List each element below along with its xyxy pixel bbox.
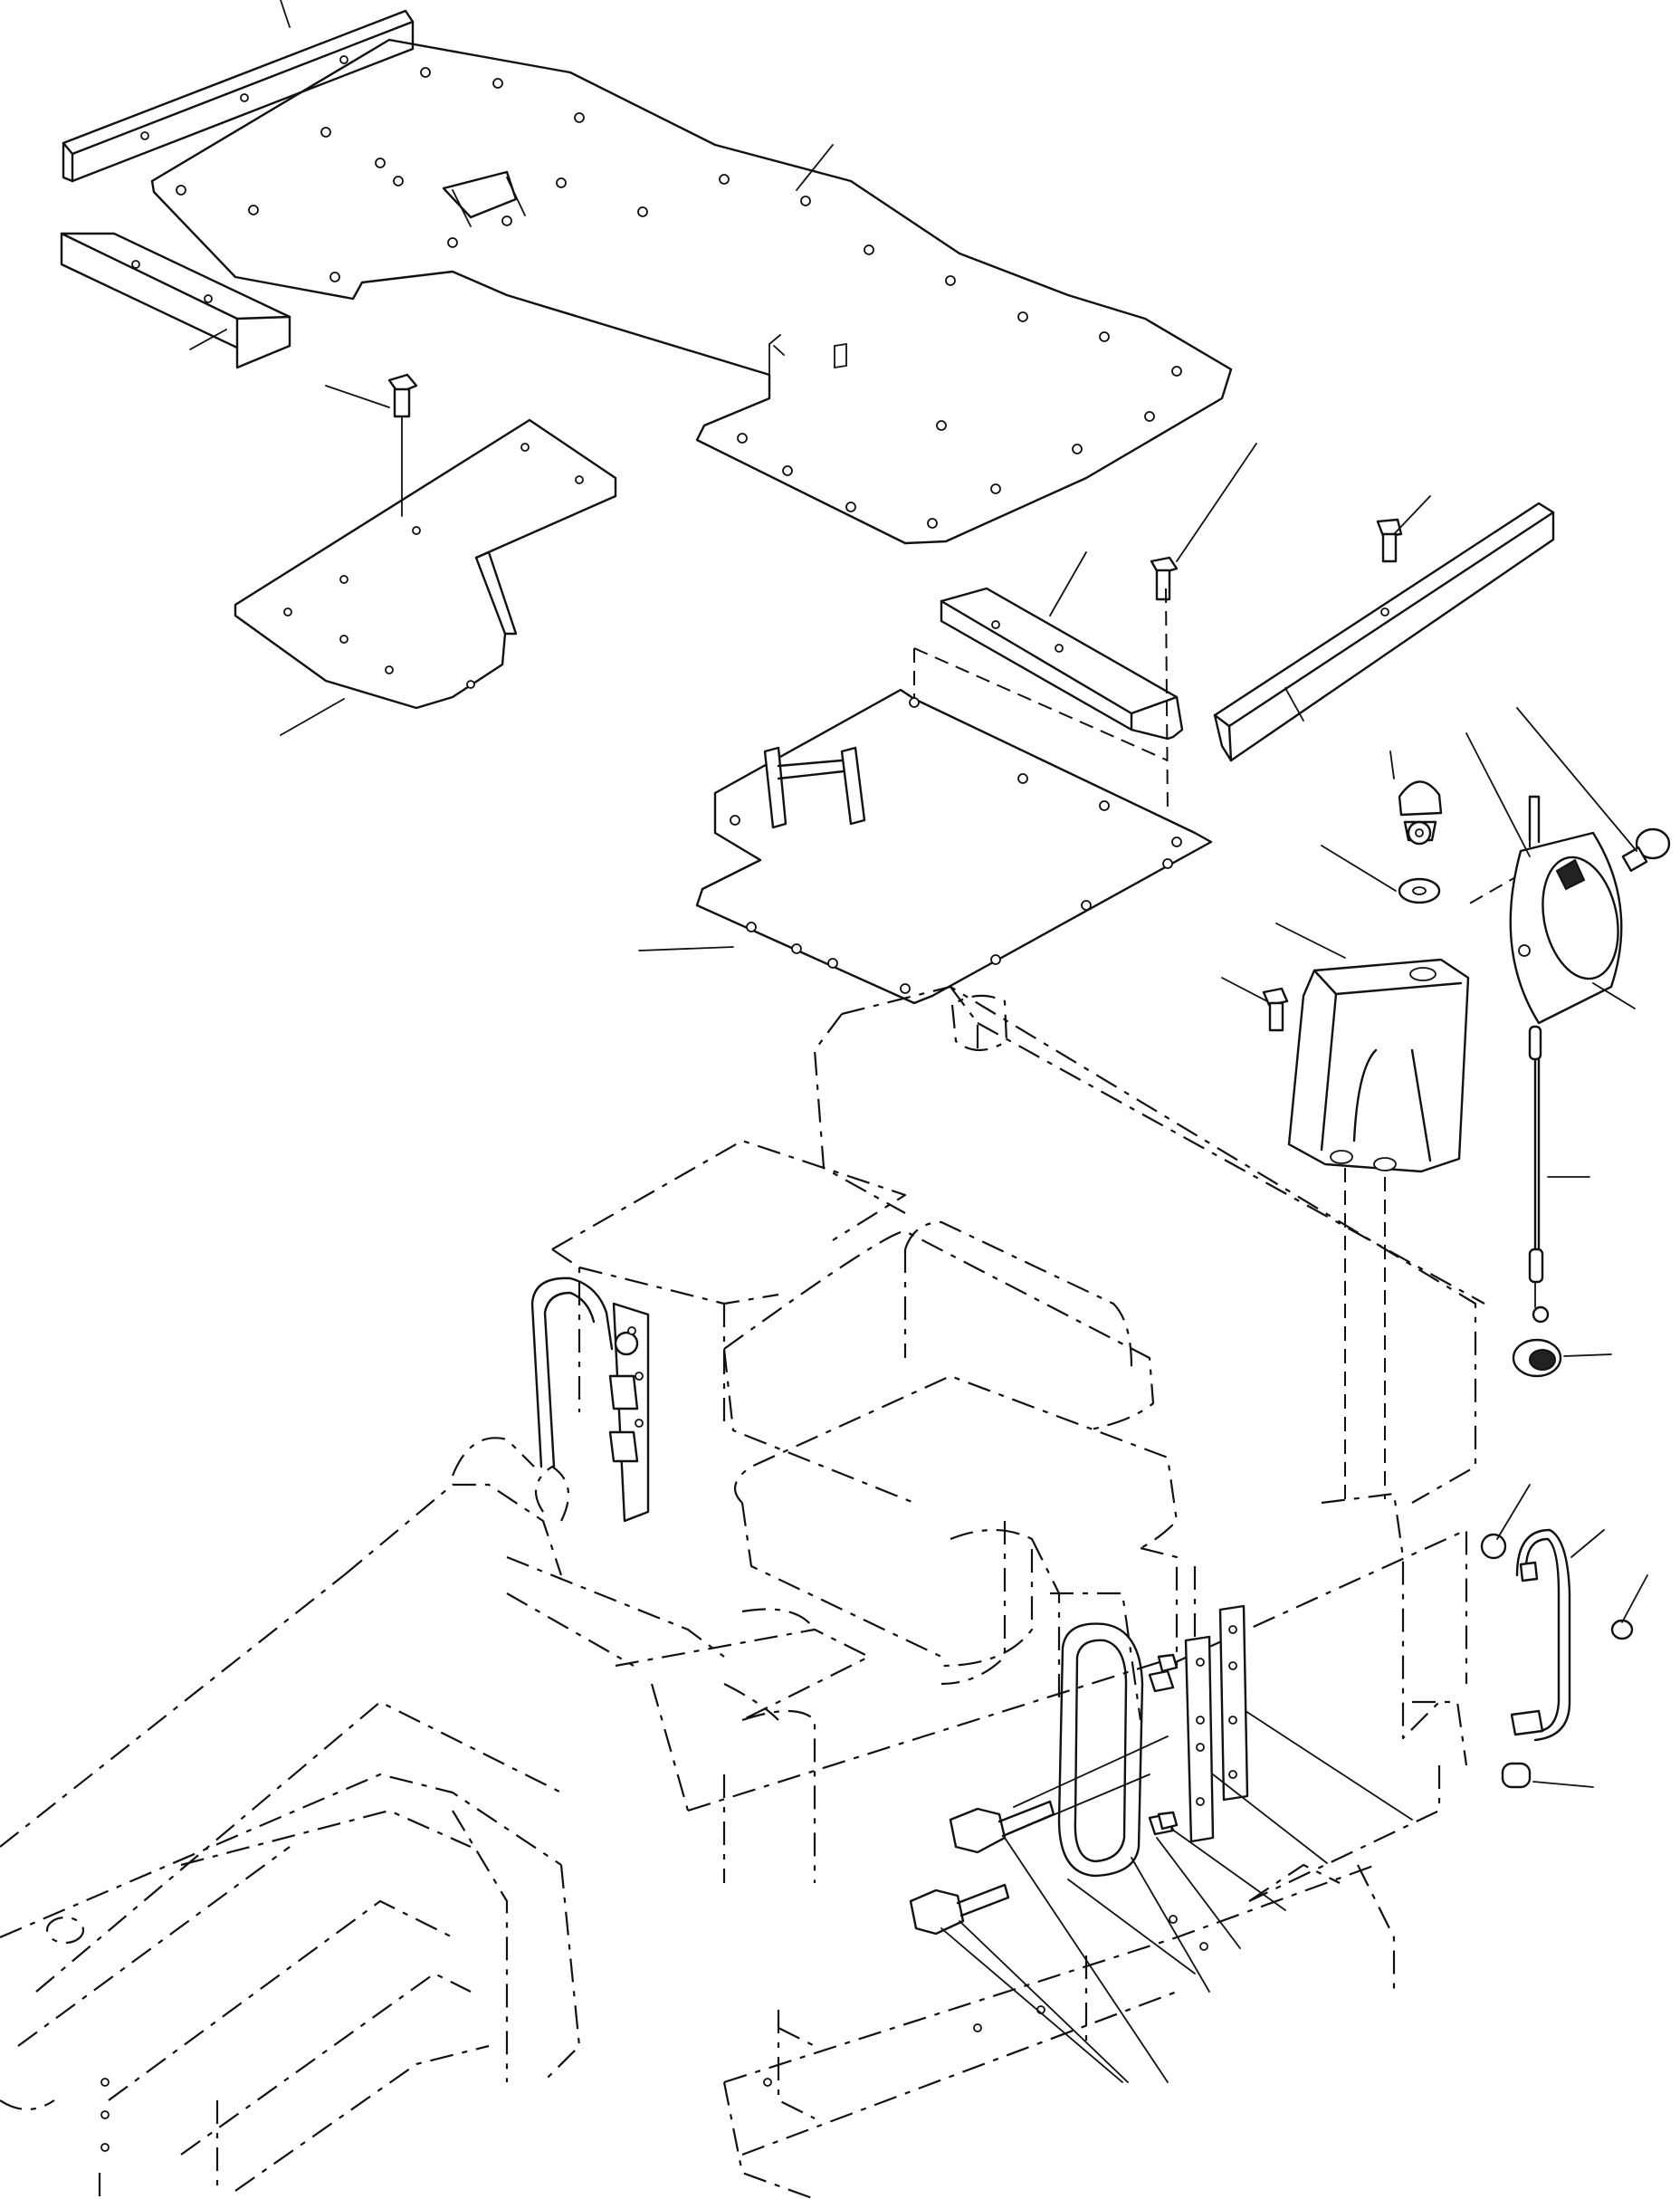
grommet <box>1512 1338 1562 1378</box>
small-bolts <box>1157 1653 1179 1831</box>
leader-29 <box>1067 1879 1196 1974</box>
leader-6 <box>638 946 734 951</box>
leader-19 <box>1563 1353 1612 1357</box>
leader-11 <box>1389 751 1395 779</box>
front-flange-bolts <box>909 1800 1055 1936</box>
leader-16 <box>1516 707 1637 852</box>
machine-outline <box>0 985 1485 2199</box>
leader-26 <box>1170 1828 1286 1911</box>
leader-32 <box>940 1927 1123 2083</box>
leader-10 <box>1284 687 1304 722</box>
leader-24 <box>1245 1710 1413 1821</box>
leader-20 <box>1496 1484 1531 1540</box>
leader-15 <box>1465 732 1531 857</box>
main-floor-plate <box>150 38 1233 545</box>
leader-31 <box>959 1920 1129 2083</box>
center-rail <box>940 556 1184 741</box>
leader-17 <box>1592 982 1636 1009</box>
leader-23 <box>1532 1781 1594 1788</box>
leader-8 <box>1176 443 1257 562</box>
leader-22 <box>1621 1574 1648 1623</box>
leader-21 <box>1570 1529 1605 1558</box>
flange-bolt <box>387 373 418 517</box>
leader-12 <box>1321 845 1397 892</box>
leader-3 <box>189 329 227 350</box>
leader-27 <box>1156 1837 1241 1949</box>
bulb <box>1621 827 1671 872</box>
right-rail <box>1213 502 1555 762</box>
leader-1 <box>280 0 291 28</box>
wiring-harness <box>1528 1025 1550 1324</box>
left-angle-rail <box>60 232 291 369</box>
leader-9 <box>1393 495 1431 535</box>
mounting-plate <box>1184 1604 1249 1843</box>
leader-4 <box>325 385 390 408</box>
center-floor-plate <box>695 688 1213 1005</box>
leader-lines <box>189 0 1648 2083</box>
washer <box>1398 877 1441 904</box>
leader-7 <box>1049 551 1087 617</box>
step-handrail-left <box>530 1276 650 1523</box>
work-lamp <box>1509 795 1623 1025</box>
leader-2 <box>796 144 834 191</box>
leader-28 <box>1131 1857 1210 1993</box>
leader-5 <box>280 698 345 736</box>
leader-30 <box>1004 1837 1169 2083</box>
lamp-bracket <box>1262 958 1470 1173</box>
leader-25 <box>1212 1774 1328 1864</box>
top-left-angle-rail <box>62 9 415 183</box>
cap-nut <box>1398 780 1443 846</box>
leader-13 <box>1275 923 1346 959</box>
left-floor-plate <box>234 418 617 710</box>
small-handrail <box>1480 1528 1634 1789</box>
leader-14 <box>1221 977 1268 1002</box>
step-handrail <box>977 1622 1175 1878</box>
